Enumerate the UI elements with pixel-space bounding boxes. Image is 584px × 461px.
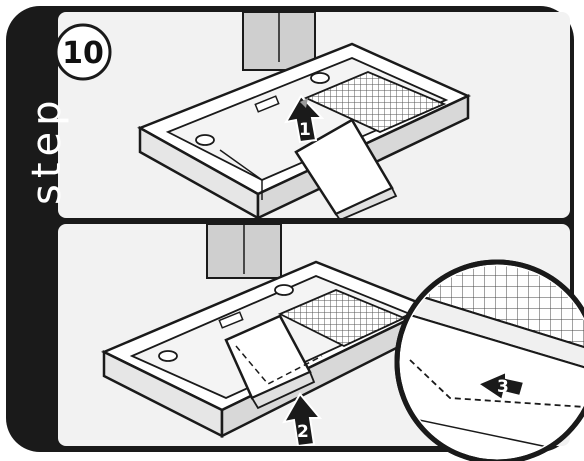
detail-magnifier: 3 — [394, 259, 584, 461]
step-number: 10 — [62, 36, 104, 71]
top-panel: 1 — [58, 12, 570, 218]
lamp-right — [310, 72, 330, 84]
arrow-3-label: 3 — [497, 377, 509, 397]
step-badge: 10 — [54, 23, 112, 81]
grease-filter — [303, 71, 447, 133]
step-word: step — [24, 94, 70, 205]
arrow-2-label: 2 — [297, 422, 309, 442]
arrow-1: 1 — [284, 94, 325, 144]
grease-filter-bottom — [277, 289, 407, 347]
control-panel — [254, 95, 280, 113]
arrow-3: 3 — [475, 370, 526, 402]
arrow-2: 2 — [282, 392, 323, 446]
arrow-1-label: 1 — [299, 120, 311, 140]
lamp-left — [195, 134, 215, 146]
hood-front — [138, 125, 260, 218]
